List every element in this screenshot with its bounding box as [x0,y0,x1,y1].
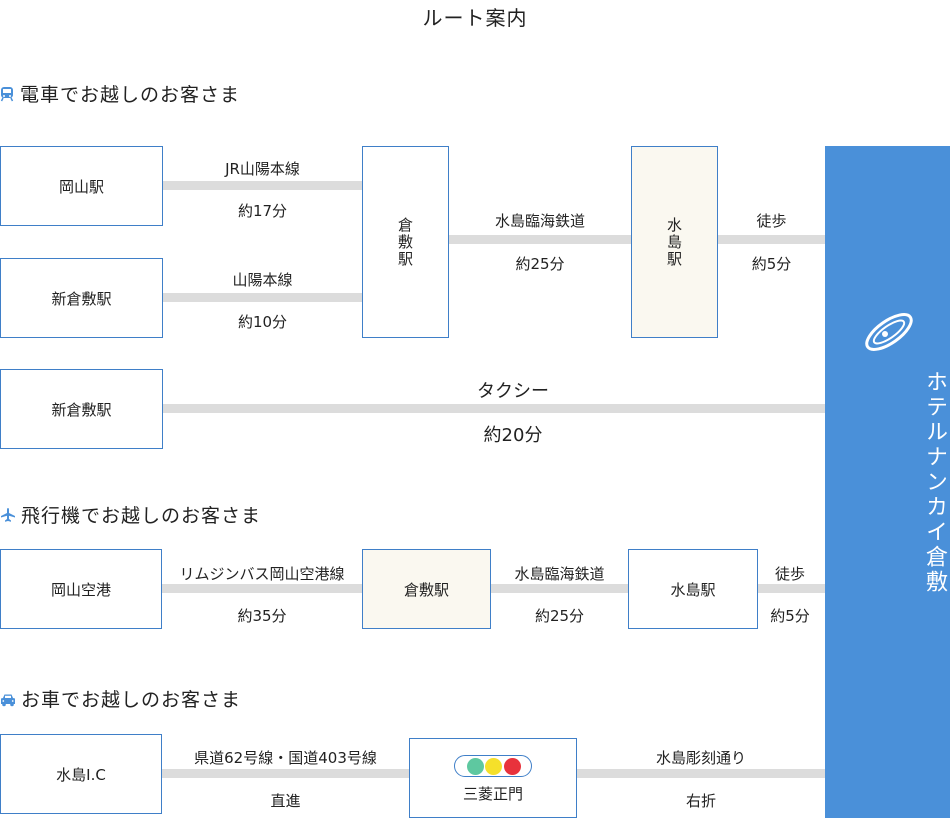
route-line [163,181,362,190]
airplane-icon [1,508,15,522]
route-line [163,404,825,413]
car-section-heading: お車でお越しのお客さま [0,685,241,712]
route-line [718,235,825,244]
jr-sanyo-time-label: 約17分 [237,202,288,220]
route-line [162,584,362,593]
plane-section-heading: 飛行機でお越しのお客さま [0,501,261,528]
hotel-destination-panel: ホテルナンカイ倉敷 [825,146,950,818]
walk-time-label: 約5分 [751,255,792,273]
okayama-station-label: 岡山駅 [58,177,104,196]
mitsubishi-gate-label: 三菱正門 [462,784,523,803]
sculpture-street-label: 水島彫刻通り [655,749,746,767]
sanyo-line-label: 山陽本線 [232,271,293,289]
mizushima-ic-label: 水島I.C [56,765,106,784]
red-light-icon [504,758,521,775]
traffic-signal-icon [454,755,532,777]
plane-mizushima-station-label: 水島駅 [670,580,716,599]
shinkurashiki-taxi-station-box: 新倉敷駅 [0,369,163,449]
train-section-heading: 電車でお越しのお客さま [0,80,240,107]
plane-heading-text: 飛行機でお越しのお客さま [21,505,262,527]
plane-walk-time-label: 約5分 [770,607,810,625]
route-line [163,293,362,302]
turn-right-label: 右折 [685,792,716,810]
route-line [162,769,409,778]
plane-kurashiki-station-label: 倉敷駅 [403,580,449,599]
kurashiki-station-box: 倉敷駅 [362,146,449,338]
hotel-name: ホテルナンカイ倉敷 [922,370,947,595]
route-line [491,584,628,593]
okayama-airport-label: 岡山空港 [50,580,111,599]
plane-walk-label: 徒歩 [774,565,805,583]
route-line [758,584,825,593]
mizushima-station-box: 水島駅 [631,146,718,338]
shinkurashiki-station-box: 新倉敷駅 [0,258,163,338]
shinkurashiki-taxi-station-label: 新倉敷駅 [51,400,112,419]
train-heading-text: 電車でお越しのお客さま [20,84,241,106]
page-title: ルート案内 [422,6,528,30]
taxi-label: タクシー [477,381,549,402]
green-light-icon [467,758,484,775]
okayama-station-box: 岡山駅 [0,146,163,226]
sanyo-time-label: 約10分 [237,313,288,331]
jr-sanyo-line-label: JR山陽本線 [225,160,300,178]
taxi-time-label: 約20分 [483,425,543,446]
plane-mizushima-rail-time-label: 約25分 [534,607,585,625]
train-icon [0,87,14,102]
hotel-logo-icon [865,313,913,351]
prefectural-road-label: 県道62号線・国道403号線 [194,749,377,767]
limousine-bus-time-label: 約35分 [237,607,287,625]
mizushima-rail-time-label: 約25分 [515,255,565,273]
mitsubishi-gate-box: 三菱正門 [409,738,577,818]
go-straight-label: 直進 [270,792,301,810]
mizushima-rail-line-label: 水島臨海鉄道 [494,212,585,230]
route-line [449,235,631,244]
plane-mizushima-station-box: 水島駅 [628,549,758,629]
yellow-light-icon [485,758,502,775]
plane-kurashiki-station-box: 倉敷駅 [362,549,491,629]
car-heading-text: お車でお越しのお客さま [21,689,242,711]
okayama-airport-box: 岡山空港 [0,549,162,629]
limousine-bus-label: リムジンバス岡山空港線 [179,565,345,583]
shinkurashiki-station-label: 新倉敷駅 [51,289,112,308]
car-icon [1,694,15,707]
plane-mizushima-rail-label: 水島臨海鉄道 [514,565,605,583]
walk-label: 徒歩 [756,212,787,230]
kurashiki-station-label: 倉敷駅 [396,216,414,268]
route-line [577,769,825,778]
mizushima-ic-box: 水島I.C [0,734,162,814]
mizushima-station-label: 水島駅 [665,216,683,268]
